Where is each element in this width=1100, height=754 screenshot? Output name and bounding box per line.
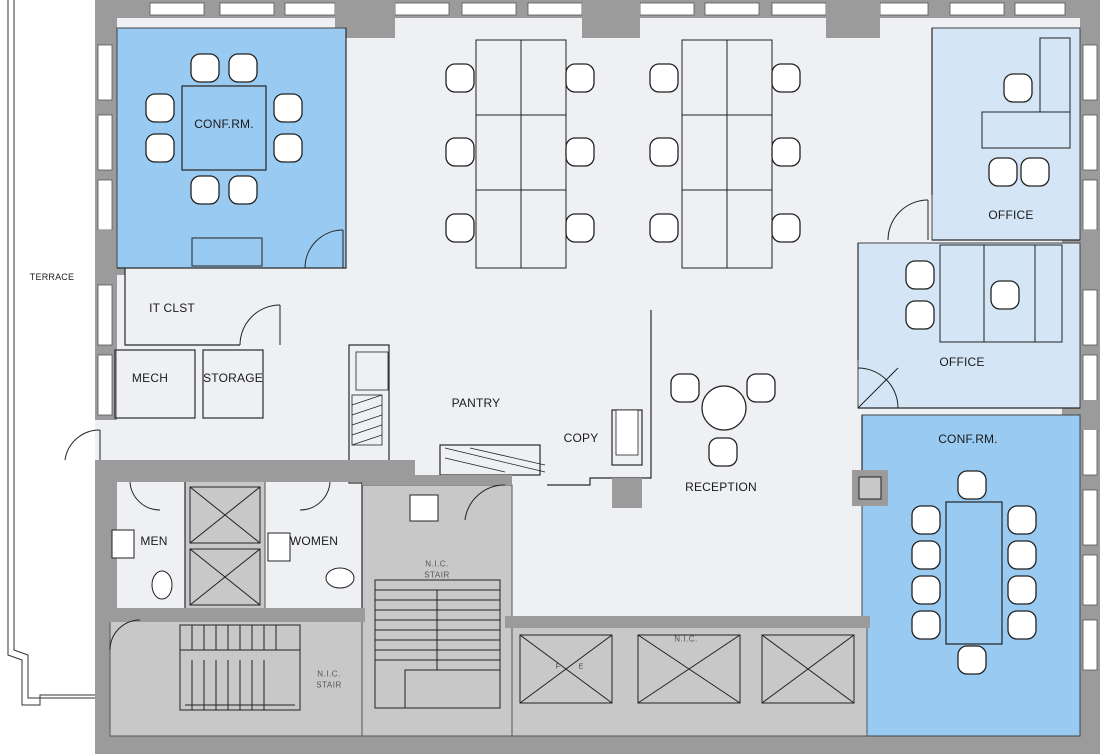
wall-fills [95, 460, 888, 628]
chair [957, 645, 987, 675]
pantry-counter [351, 351, 639, 473]
chair [911, 610, 941, 640]
door-swings [64, 199, 929, 651]
chair [649, 63, 679, 93]
chair [708, 437, 738, 467]
office-mid-label: OFFICE [939, 355, 985, 369]
chair [1007, 575, 1037, 605]
nic-stair-center-label-1: N.I.C. [425, 559, 449, 569]
chair [649, 213, 679, 243]
chair [911, 505, 941, 535]
stairs-center [374, 579, 501, 709]
stairs-west [179, 624, 301, 711]
restroom-fixtures [111, 494, 439, 600]
chair [905, 260, 935, 290]
chair [1007, 540, 1037, 570]
men-label: MEN [140, 534, 168, 548]
chair [771, 137, 801, 167]
chair [905, 300, 935, 330]
storage-label: STORAGE [203, 371, 263, 385]
chairs [145, 53, 1050, 675]
chair [771, 63, 801, 93]
column-reception [858, 476, 882, 500]
chair [445, 63, 475, 93]
reception-table [701, 385, 747, 431]
workstations [475, 39, 773, 269]
chair [771, 213, 801, 243]
chair [649, 137, 679, 167]
elevator-mark-e: E [578, 663, 584, 671]
chair [565, 213, 595, 243]
columns [95, 0, 1100, 430]
chair [990, 280, 1020, 310]
terrace-railing [7, 0, 95, 706]
chair [228, 53, 258, 83]
side-windows [97, 44, 1098, 671]
chair [145, 133, 175, 163]
chair [145, 93, 175, 123]
chair [1007, 505, 1037, 535]
women-label: WOMEN [289, 534, 339, 548]
nic-stair-west-label-1: N.I.C. [317, 669, 341, 679]
chair [670, 373, 700, 403]
conf-room-north-label: CONF.RM. [194, 117, 254, 131]
chair [565, 63, 595, 93]
conf-room-east-label: CONF.RM. [938, 432, 998, 446]
office-north-desk [981, 37, 1071, 149]
chair [445, 137, 475, 167]
nic-stair-west-label-2: STAIR [316, 680, 342, 690]
chair [565, 137, 595, 167]
chair [1007, 610, 1037, 640]
elevators [189, 486, 855, 704]
chair [988, 157, 1018, 187]
chair [911, 540, 941, 570]
reception-label: RECEPTION [685, 480, 757, 494]
chair [746, 373, 776, 403]
chair [1020, 157, 1050, 187]
credenza-north [191, 237, 263, 267]
copy-label: COPY [563, 431, 599, 445]
nic-stair-center-label-2: STAIR [424, 570, 450, 580]
chair [445, 213, 475, 243]
pantry-label: PANTRY [451, 396, 501, 410]
conf-table-east [945, 501, 1003, 645]
chair [957, 470, 987, 500]
mech-label: MECH [131, 371, 169, 385]
chair [190, 175, 220, 205]
chair [228, 175, 258, 205]
office-north-label: OFFICE [988, 208, 1034, 222]
chair [190, 53, 220, 83]
conf-table-north [181, 85, 267, 171]
chair [911, 575, 941, 605]
chair [1003, 73, 1033, 103]
terrace-railing-inner [13, 0, 95, 699]
it-closet-label: IT CLST [149, 301, 195, 315]
chair [273, 133, 303, 163]
elevator-mark-f: F [555, 663, 561, 671]
chair [273, 93, 303, 123]
north-windows [149, 2, 1066, 16]
terrace-label: TERRACE [29, 272, 75, 282]
terrace-area [0, 0, 95, 754]
nic-elevators-label: N.I.C. [674, 634, 698, 644]
